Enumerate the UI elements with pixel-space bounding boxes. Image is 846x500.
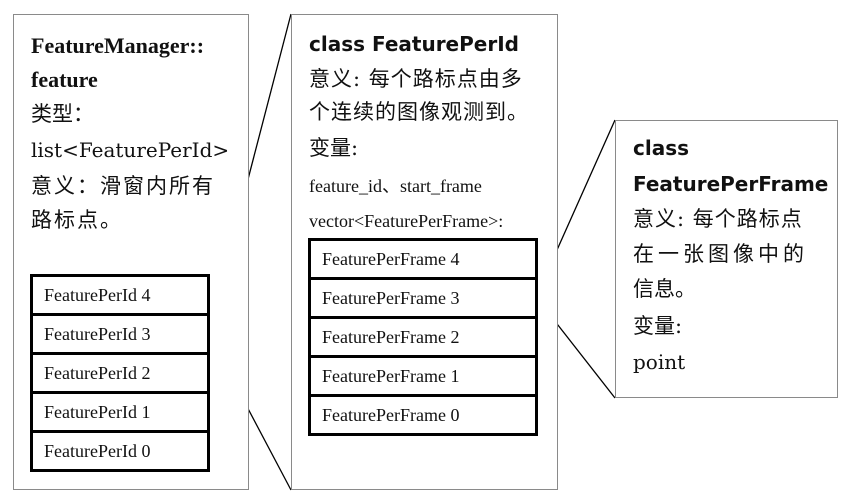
list-item: FeaturePerId 4 [33, 277, 207, 316]
feature-per-id-list: FeaturePerId 4 FeaturePerId 3 FeaturePer… [30, 274, 210, 472]
feature-per-id-vars-line1: feature_id、start_frame [309, 176, 482, 196]
feature-per-frame-meaning-line2: 在一张图像中的 [633, 242, 808, 266]
feature-per-frame-list: FeaturePerFrame 4 FeaturePerFrame 3 Feat… [308, 238, 538, 436]
feature-manager-type-value: list<FeaturePerId> [31, 138, 230, 162]
feature-per-frame-meaning-line1: 意义: 每个路标点 [633, 207, 803, 231]
feature-per-id-title: class FeaturePerId [309, 32, 519, 56]
list-item: FeaturePerId 2 [33, 355, 207, 394]
list-item: FeaturePerFrame 4 [311, 241, 535, 280]
feature-per-frame-title-line1: class [633, 136, 690, 160]
feature-per-id-vars-line2: vector<FeaturePerFrame>: [309, 211, 504, 231]
list-item: FeaturePerId 3 [33, 316, 207, 355]
feature-per-frame-meaning-line3: 信息。 [633, 277, 696, 301]
feature-manager-meaning-line2: 路标点。 [31, 208, 123, 232]
feature-manager-title-line2: feature [31, 67, 98, 92]
feature-manager-meaning-line1: 意义：滑窗内所有 [31, 174, 215, 198]
list-item: FeaturePerFrame 1 [311, 358, 535, 397]
feature-per-frame-title-line2: FeaturePerFrame [633, 172, 829, 196]
feature-per-id-vars-label: 变量: [309, 136, 359, 160]
list-item: FeaturePerFrame 2 [311, 319, 535, 358]
feature-per-frame-panel: class FeaturePerFrame 意义: 每个路标点 在一张图像中的 … [615, 120, 838, 398]
feature-per-id-meaning-line1: 意义: 每个路标点由多 [309, 67, 523, 91]
feature-manager-panel: FeatureManager:: feature 类型： list<Featur… [13, 14, 249, 490]
feature-per-frame-vars-value: point [633, 350, 686, 374]
feature-manager-type-label: 类型： [31, 102, 94, 126]
feature-manager-title-line1: FeatureManager:: [31, 33, 205, 58]
feature-per-id-meaning-line2: 个连续的图像观测到。 [309, 100, 529, 124]
list-item: FeaturePerFrame 3 [311, 280, 535, 319]
list-item: FeaturePerId 1 [33, 394, 207, 433]
feature-per-frame-vars-label: 变量: [633, 314, 683, 338]
list-item: FeaturePerFrame 0 [322, 404, 460, 425]
list-item: FeaturePerId 0 [44, 440, 151, 461]
